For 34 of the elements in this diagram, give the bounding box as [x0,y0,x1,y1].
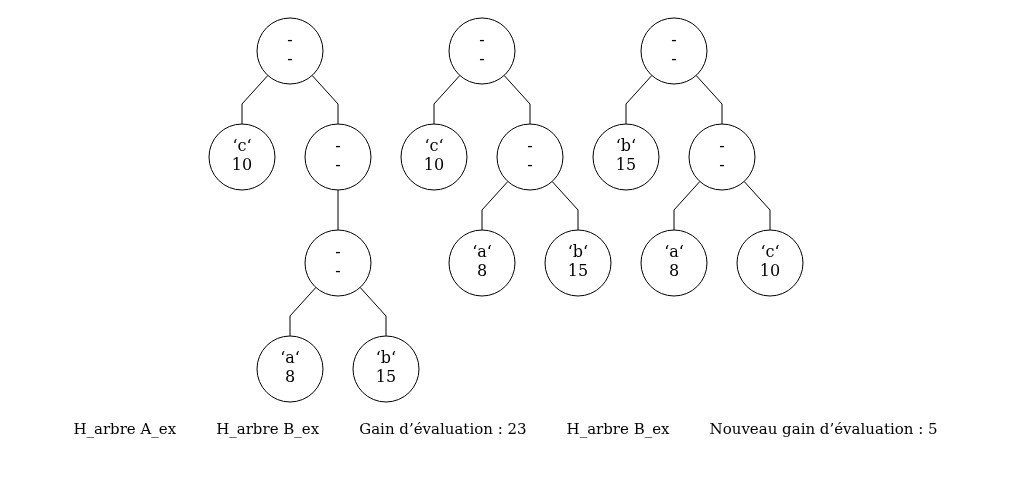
node-circle: ‘c‘ 10 [400,123,467,191]
caption-text: Gain d’évaluation : 23 [359,420,527,438]
node-circle: ‘b‘ 15 [352,335,419,403]
node-circle: - - [640,17,707,85]
connector [673,180,700,231]
node-circle: - - [256,17,323,85]
node-circle: - - [304,229,371,297]
node-circle: ‘a‘ 8 [256,335,323,403]
caption-text: H_arbre B_ex [566,420,670,438]
node-circle: ‘c‘ 10 [208,123,275,191]
node-circle: - - [448,17,515,85]
node-circle: ‘c‘ 10 [736,229,803,297]
node-circle: - - [304,123,371,191]
connector [359,286,386,337]
connector [625,74,652,125]
connector [695,74,722,125]
caption-text: H_arbre B_ex [216,420,320,438]
connector [743,180,770,231]
node-circle: ‘a‘ 8 [448,229,515,297]
connector [433,74,460,125]
node-circle: - - [688,123,755,191]
connector [503,74,530,125]
caption-text: Nouveau gain d’évaluation : 5 [709,420,938,438]
connector [311,74,338,125]
connector [481,180,508,231]
connector [551,180,578,231]
connector [241,74,268,125]
node-circle: ‘b‘ 15 [592,123,659,191]
node-circle: ‘b‘ 15 [544,229,611,297]
node-circle: - - [496,123,563,191]
connector [337,189,338,231]
caption-text: H_arbre A_ex [73,420,177,438]
node-circle: ‘a‘ 8 [640,229,707,297]
connector [289,286,316,337]
